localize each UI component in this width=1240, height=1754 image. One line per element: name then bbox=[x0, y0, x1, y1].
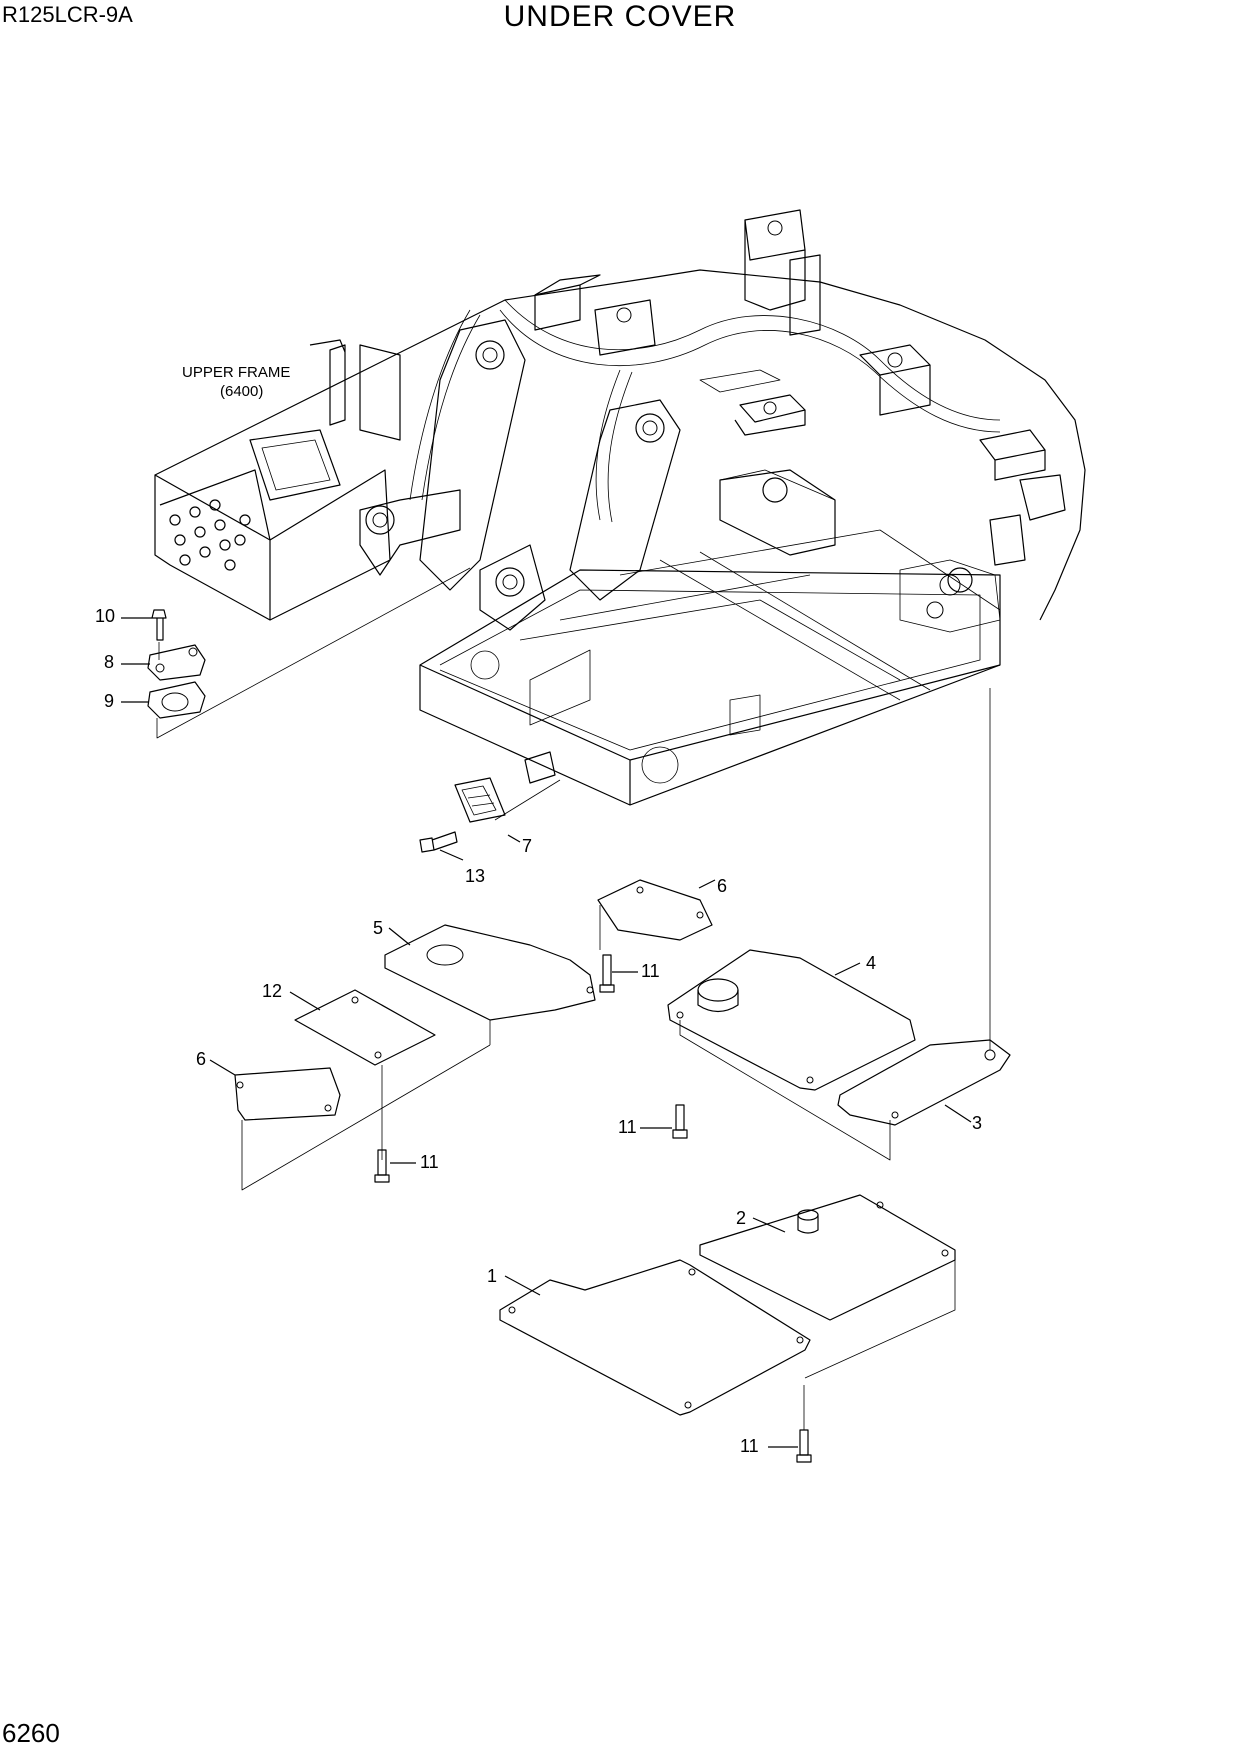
part-1-plate bbox=[499, 1259, 811, 1416]
page-title: UNDER COVER bbox=[503, 0, 737, 33]
part-4-plate bbox=[667, 949, 916, 1161]
callout-3: 3 bbox=[972, 1113, 983, 1133]
callout-4: 4 bbox=[866, 953, 877, 973]
callout-10: 10 bbox=[95, 606, 116, 626]
upper-frame-reference-number: (6400) bbox=[220, 383, 264, 400]
part-2-plate bbox=[699, 1194, 956, 1379]
callout-11-a: 11 bbox=[641, 961, 660, 981]
part-5-plate bbox=[384, 924, 596, 1045]
callout-7: 7 bbox=[522, 836, 533, 856]
callout-9: 9 bbox=[104, 691, 115, 711]
upper-frame-drawing bbox=[154, 209, 1086, 806]
callout-13: 13 bbox=[465, 866, 486, 886]
part-7-grommet bbox=[454, 777, 561, 823]
callout-11-c: 11 bbox=[618, 1117, 637, 1137]
callout-leaders bbox=[121, 617, 972, 1448]
callout-1: 1 bbox=[487, 1266, 498, 1286]
part-8-cover bbox=[147, 644, 206, 681]
part-13-bolt bbox=[419, 831, 458, 853]
page-number: 6260 bbox=[2, 1718, 60, 1748]
part-11-bolt-c bbox=[672, 1104, 688, 1139]
callout-2: 2 bbox=[736, 1208, 747, 1228]
callout-6-lower: 6 bbox=[196, 1049, 207, 1069]
part-11-bolt-d bbox=[796, 1385, 812, 1463]
part-11-bolt-a bbox=[599, 954, 615, 993]
upper-frame-reference: UPPER FRAME bbox=[182, 364, 291, 381]
part-11-bolt-b bbox=[374, 1149, 390, 1183]
part-12-plate bbox=[294, 989, 436, 1160]
callout-8: 8 bbox=[104, 652, 115, 672]
part-10-bolt bbox=[151, 609, 167, 660]
part-6-plate-lower bbox=[234, 1044, 491, 1191]
callout-12: 12 bbox=[262, 981, 283, 1001]
callout-5: 5 bbox=[373, 918, 384, 938]
model-label: R125LCR-9A bbox=[2, 2, 133, 27]
part-3-plate bbox=[837, 1039, 1011, 1126]
callout-6-upper: 6 bbox=[717, 876, 728, 896]
callout-11-b: 11 bbox=[420, 1152, 439, 1172]
callout-11-d: 11 bbox=[740, 1436, 759, 1456]
part-9-gasket bbox=[147, 567, 471, 739]
part-6-plate-upper bbox=[597, 879, 713, 950]
